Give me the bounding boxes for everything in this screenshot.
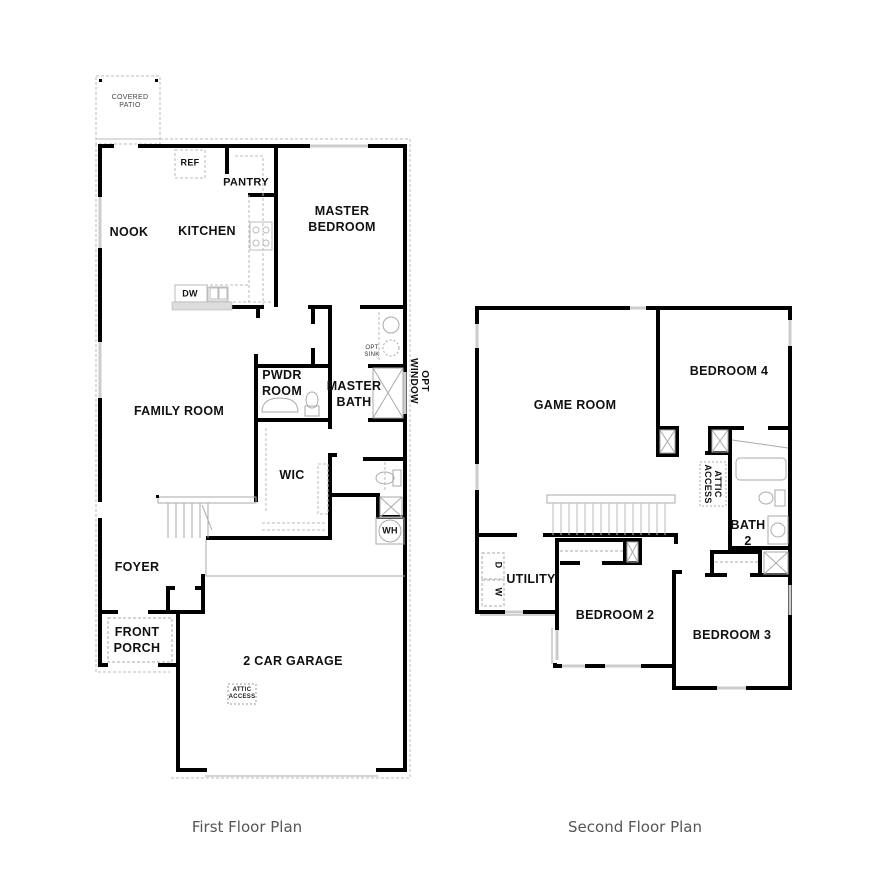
covered-patio-text: COVERED PATIO (111, 94, 149, 109)
pwdr-room-line2: ROOM (261, 384, 303, 398)
room-label-master-bedroom: MASTER BEDROOM (308, 203, 375, 235)
bath-2-line1: BATH (730, 518, 766, 532)
room-label-garage: 2 CAR GARAGE (243, 654, 343, 668)
attic-access-line2: ACCESS (703, 464, 713, 504)
pwdr-room-line1: PWDR (262, 368, 302, 382)
second-floor-caption: Second Floor Plan (568, 818, 702, 836)
room-label-opt-sink: OPT SINK (364, 345, 379, 359)
room-label-game-room: GAME ROOM (533, 398, 617, 412)
room-label-bedroom-4: BEDROOM 4 (689, 364, 769, 378)
room-label-ref: REF (180, 157, 200, 168)
attic-access-line1: ATTIC (232, 687, 252, 693)
room-label-kitchen: KITCHEN (178, 224, 236, 238)
front-porch-line1: FRONT (114, 625, 160, 639)
opt-window-line1: OPT (419, 370, 430, 392)
room-label-washer: W (493, 587, 504, 597)
room-label-family-room: FAMILY ROOM (133, 404, 225, 418)
room-label-opt-window: OPT WINDOW (408, 358, 430, 404)
room-label-dryer: D (493, 561, 504, 569)
opt-sink-line2: SINK (364, 352, 380, 358)
room-label-wic: WIC (279, 468, 305, 482)
room-label-bedroom-3: BEDROOM 3 (692, 628, 772, 642)
master-bath-line2: BATH (336, 395, 372, 409)
second-floor-plan (475, 306, 792, 690)
front-porch-line2: PORCH (113, 641, 161, 655)
room-label-nook: NOOK (109, 225, 149, 239)
attic-access-line1: ATTIC (713, 470, 723, 498)
room-label-bath-2: BATH 2 (731, 517, 766, 549)
room-label-pantry: PANTRY (223, 176, 269, 189)
master-bedroom-line2: BEDROOM (308, 220, 376, 234)
room-label-covered-patio: COVERED PATIO (112, 94, 149, 110)
room-label-foyer: FOYER (114, 560, 160, 574)
room-label-front-porch: FRONT PORCH (114, 624, 161, 656)
room-label-attic-access-first: ATTIC ACCESS (229, 687, 256, 701)
master-bedroom-line1: MASTER (314, 204, 370, 218)
room-label-master-bath: MASTER BATH (327, 378, 382, 410)
opt-sink-line1: OPT (365, 345, 379, 351)
room-label-powder-room: PWDR ROOM (262, 367, 302, 399)
room-label-dishwasher: DW (182, 288, 198, 299)
room-label-attic-access-second: ATTIC ACCESS (703, 464, 723, 503)
opt-window-line2: WINDOW (408, 358, 419, 404)
first-floor-caption: First Floor Plan (191, 818, 303, 836)
first-floor-plan (95, 75, 411, 779)
room-label-water-heater: WH (382, 525, 398, 536)
room-label-bedroom-2: BEDROOM 2 (575, 608, 655, 622)
bath-2-line2: 2 (744, 534, 752, 548)
master-bath-line1: MASTER (326, 379, 382, 393)
attic-access-line2: ACCESS (228, 694, 256, 700)
room-label-utility: UTILITY (506, 572, 556, 586)
